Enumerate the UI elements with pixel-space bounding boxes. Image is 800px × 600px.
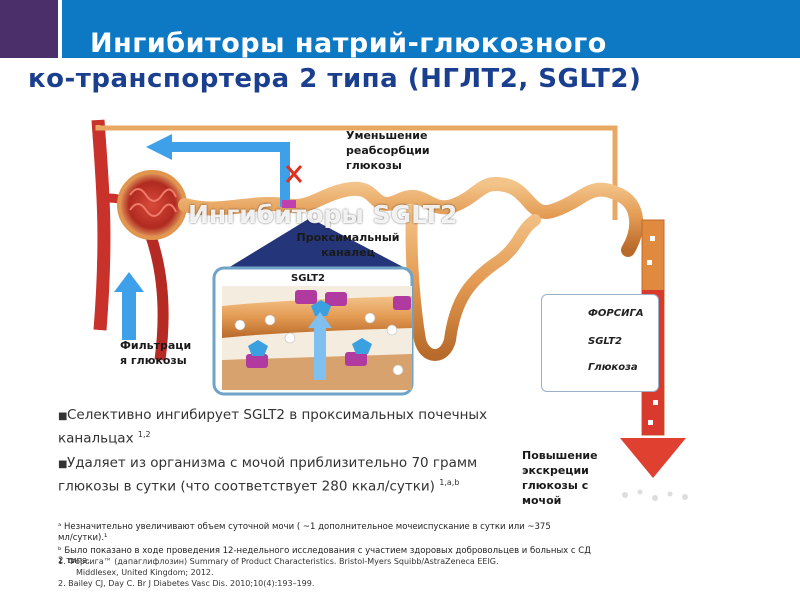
page-title-line1: Ингибиторы натрий-глюкозного [90,28,607,59]
header-accent-purple [0,0,58,58]
filtration-arrow-head [114,272,144,292]
filtration-label: Фильтраци я глюкозы [120,339,192,367]
reference-1: 1. Форсига™ (дапаглифлозин) Summary of P… [58,557,499,566]
reference-1-cont: Middlesex, United Kingdom; 2012. [76,568,214,577]
glomerulus [117,170,187,240]
reabsorption-arrow-shaft [170,142,285,152]
bullet-item: ■Селективно ингибирует SGLT2 в проксимал… [58,407,488,447]
proximal-tubule-label: Проксимальный каналец [296,231,400,259]
page-title-line2: ко-транспортера 2 типа (НГЛТ2, SGLT2) [28,64,642,94]
afferent-vessel [91,119,111,331]
header-band [62,0,800,58]
legend-forxiga-label: ФОРСИГА [588,308,644,319]
legend [541,294,659,392]
footnote-b-line1: ᵇ Было показано в ходе проведения 12-нед… [58,546,591,556]
diagram-watermark: Ингибиторы SGLT2 [188,200,458,229]
increased-excretion-label: Повышение экскреции глюкозы с мочой [522,449,598,507]
legend-glucose-label: Глюкоза [588,362,638,373]
proximal-tubule [178,177,644,257]
reabsorption-arrow-head [146,134,172,160]
footnote-a-line2: мл/сутки).¹ [58,533,108,543]
bullet-item: ■Удаляет из организма с мочой приблизите… [58,454,478,495]
footnote-a-line1: ᵃ Незначительно увеличивают объем суточн… [58,522,551,532]
blocked-x-icon [285,165,303,183]
header-divider [58,0,62,58]
filtration-arrow-shaft [122,290,136,340]
inset-sglt2-label: SGLT2 [291,273,325,284]
excretion-arrow [620,438,686,478]
inset-up-arrow [314,325,326,380]
bullet-list: ■Селективно ингибирует SGLT2 в проксимал… [58,406,488,501]
legend-sglt2-label: SGLT2 [588,336,622,347]
reduced-reabsorption-label: Уменьшение реабсорбции глюкозы [346,129,430,172]
tubule-frame [95,125,618,220]
zoom-callout [228,218,405,268]
reference-2: 2. Bailey CJ, Day C. Br J Diabetes Vasc … [58,579,315,588]
loop-of-henle [405,204,541,361]
footnote-b-line2: 2 типа. [58,556,91,566]
